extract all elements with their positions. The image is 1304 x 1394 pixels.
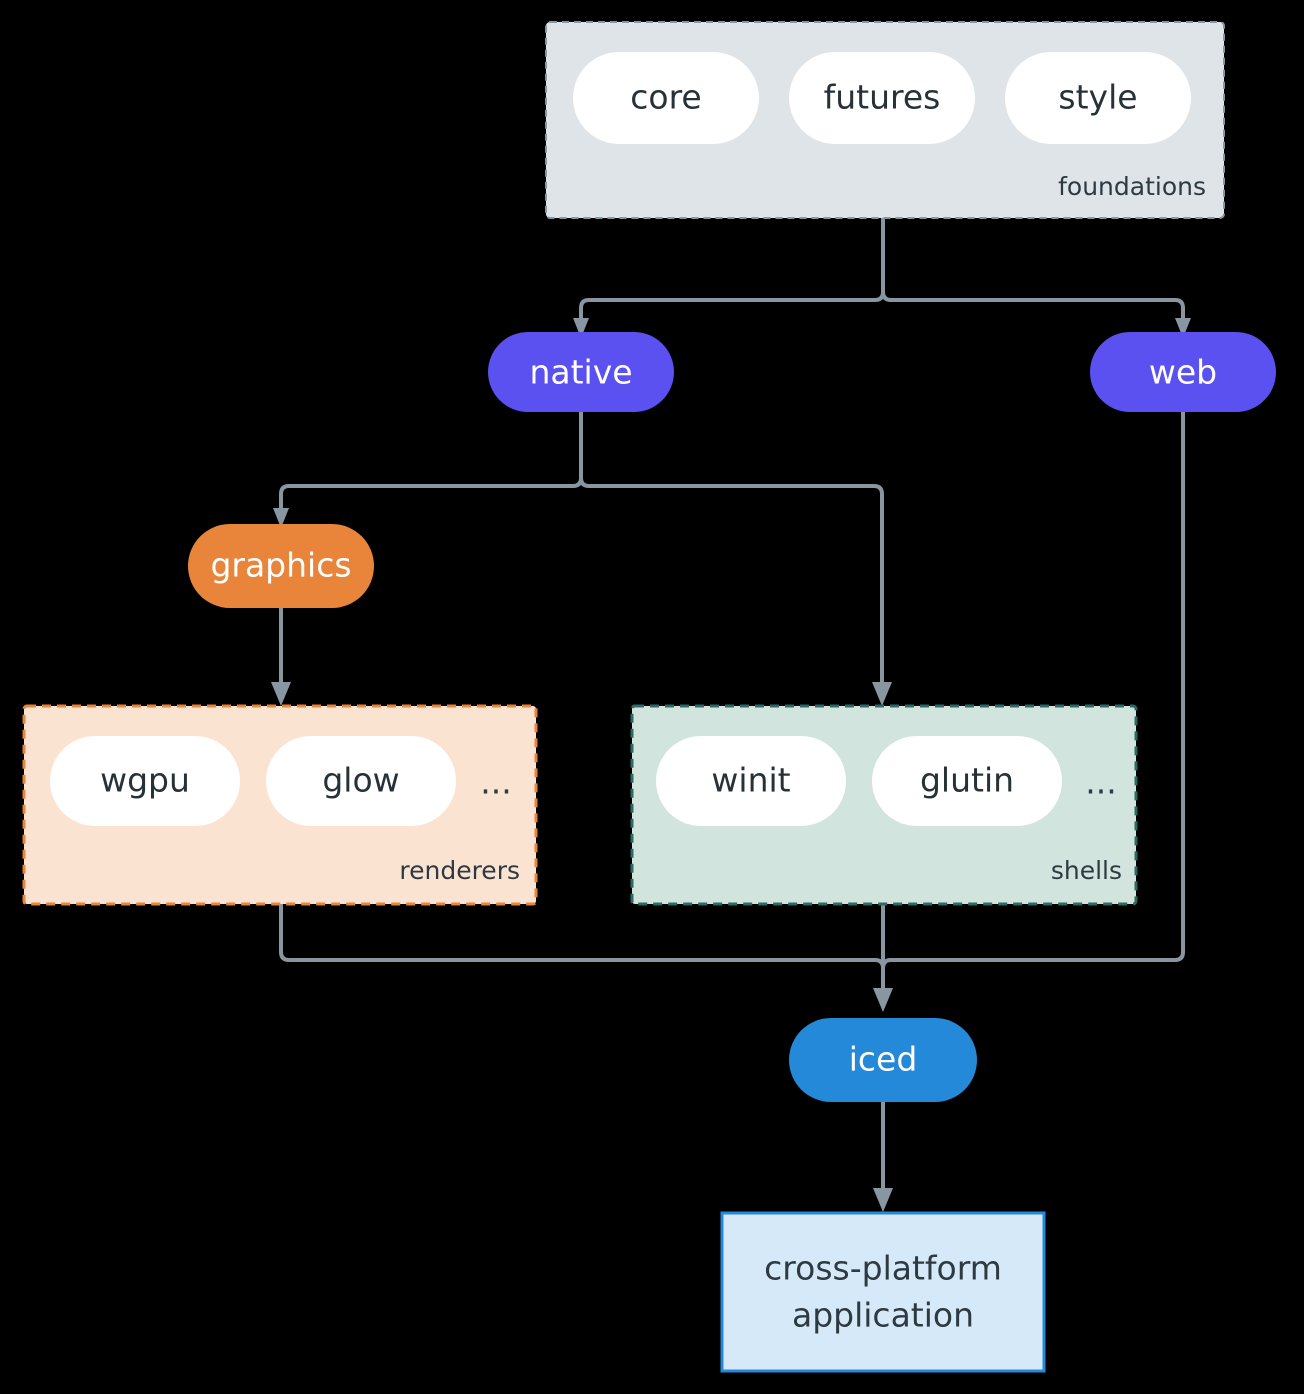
node-iced[interactable]: iced bbox=[789, 1018, 977, 1102]
pill-winit-shape bbox=[656, 736, 846, 826]
edge-foundations-split bbox=[579, 218, 885, 322]
node-graphics[interactable]: graphics bbox=[188, 524, 374, 608]
cluster-shells: winit glutin ... shells bbox=[630, 704, 1138, 906]
pill-core-label: core bbox=[630, 78, 701, 117]
cluster-renderers-member-glow[interactable]: glow bbox=[266, 736, 456, 826]
node-application-label-line-1: cross-platform bbox=[764, 1249, 1002, 1288]
node-application[interactable]: cross-platform application bbox=[720, 1211, 1046, 1373]
pill-glutin-label: glutin bbox=[920, 761, 1014, 800]
pill-glow-label: glow bbox=[322, 761, 399, 800]
cluster-foundations: core futures style foundations bbox=[545, 21, 1225, 219]
cluster-renderers-label: renderers bbox=[399, 856, 520, 885]
pill-wgpu-shape bbox=[50, 736, 240, 826]
cluster-renderers: wgpu glow ... renderers bbox=[22, 704, 538, 906]
cluster-renderers-member-wgpu[interactable]: wgpu bbox=[50, 736, 240, 826]
arrow-native-to-graphics bbox=[273, 508, 289, 528]
node-native-label: native bbox=[529, 353, 632, 392]
node-web-shape bbox=[1090, 332, 1276, 412]
pill-glutin-shape bbox=[872, 736, 1062, 826]
node-graphics-shape bbox=[188, 524, 374, 608]
node-native[interactable]: native bbox=[488, 332, 674, 412]
cluster-foundations-member-style[interactable]: style bbox=[1005, 52, 1191, 144]
arrow-foundations-to-web bbox=[1175, 318, 1191, 338]
node-iced-shape bbox=[789, 1018, 977, 1102]
edge-foundations-to-web bbox=[881, 218, 1185, 322]
node-web-label: web bbox=[1149, 353, 1217, 392]
node-web[interactable]: web bbox=[1090, 332, 1276, 412]
cluster-foundations-label: foundations bbox=[1058, 172, 1206, 201]
arrow-native-to-shells bbox=[872, 682, 892, 706]
edge-web-to-iced bbox=[881, 412, 1185, 992]
pill-glow-shape bbox=[266, 736, 456, 826]
cluster-foundations-member-futures[interactable]: futures bbox=[789, 52, 975, 144]
node-iced-label: iced bbox=[849, 1040, 918, 1079]
cluster-foundations-member-core[interactable]: core bbox=[573, 52, 759, 144]
node-graphics-label: graphics bbox=[210, 546, 351, 585]
pill-style-shape bbox=[1005, 52, 1191, 144]
arrow-foundations-to-native bbox=[573, 318, 589, 338]
node-application-shape bbox=[720, 1211, 1046, 1373]
arrow-graphics-to-renderers bbox=[271, 682, 291, 706]
arrow-to-iced bbox=[873, 988, 893, 1012]
pill-style-label: style bbox=[1058, 78, 1137, 117]
cluster-shells-member-winit[interactable]: winit bbox=[656, 736, 846, 826]
pill-core-shape bbox=[573, 52, 759, 144]
node-application-label-line-2: application bbox=[792, 1296, 974, 1335]
pill-winit-label: winit bbox=[711, 761, 790, 800]
cluster-shells-label: shells bbox=[1051, 856, 1122, 885]
node-native-shape bbox=[488, 332, 674, 412]
edge-native-to-graphics bbox=[279, 412, 583, 512]
cluster-shells-member-glutin[interactable]: glutin bbox=[872, 736, 1062, 826]
pill-futures-shape bbox=[789, 52, 975, 144]
edge-renderers-to-iced bbox=[279, 904, 885, 992]
pill-wgpu-label: wgpu bbox=[100, 761, 190, 800]
edge-layer bbox=[271, 218, 1191, 1212]
arrow-iced-to-application bbox=[873, 1188, 893, 1212]
cluster-renderers-ellipsis: ... bbox=[480, 763, 511, 802]
cluster-shells-ellipsis: ... bbox=[1085, 763, 1116, 802]
edge-native-to-shells bbox=[579, 412, 884, 686]
pill-futures-label: futures bbox=[824, 78, 941, 117]
